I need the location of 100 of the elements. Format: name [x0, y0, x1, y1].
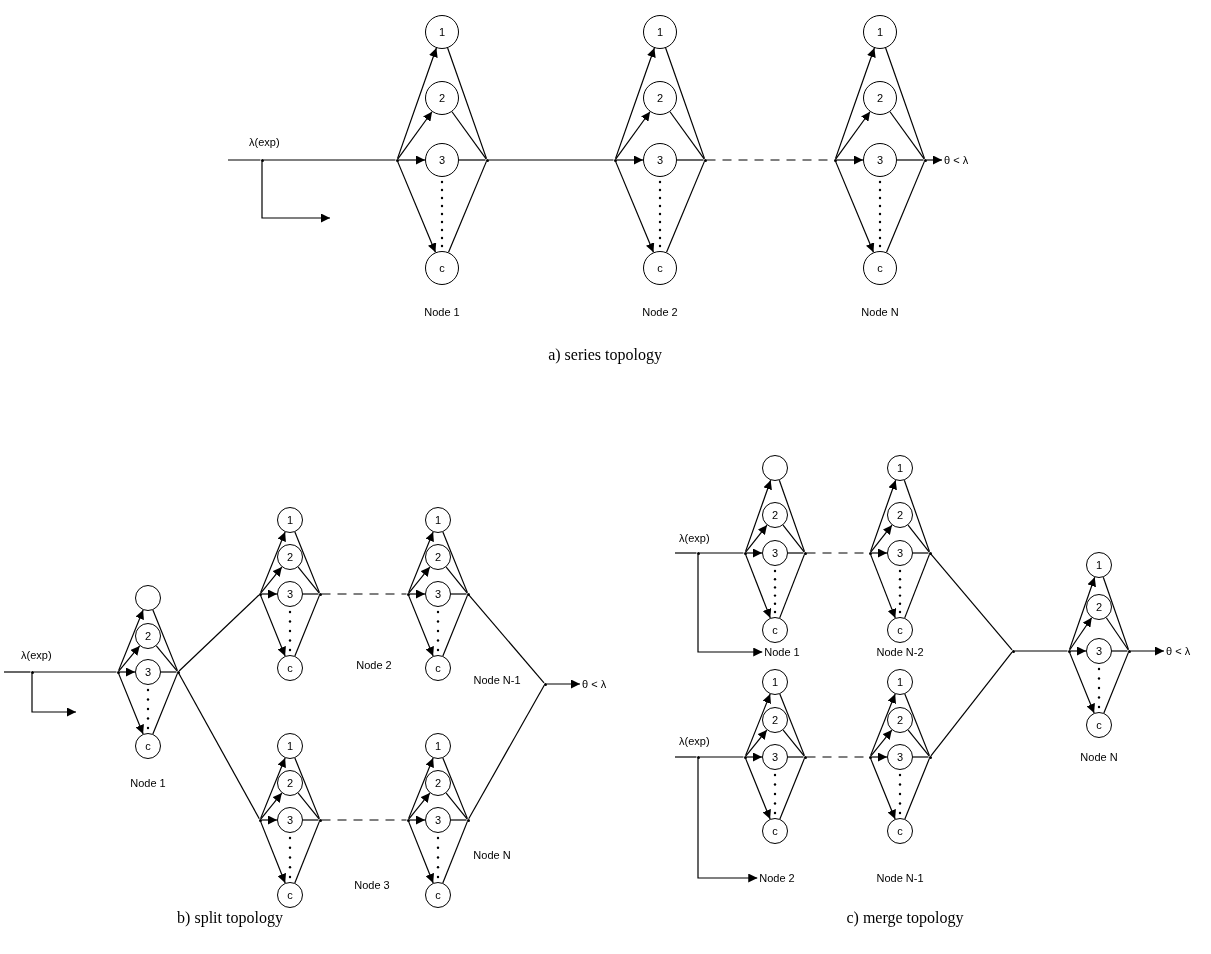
connector-line	[782, 729, 805, 757]
arrow	[835, 160, 875, 253]
arrow	[869, 757, 896, 820]
arrow	[697, 757, 758, 883]
dashed-connector	[320, 593, 408, 595]
connector-line	[665, 160, 705, 253]
arrow	[396, 160, 437, 253]
arrow	[260, 815, 278, 825]
connector-line	[904, 693, 931, 757]
connector-line	[903, 479, 931, 553]
arrow	[744, 693, 771, 757]
connector-line	[32, 671, 118, 673]
arrow	[259, 531, 286, 594]
connector-line	[779, 693, 806, 757]
server-circle	[762, 455, 788, 481]
connector-line	[779, 757, 806, 820]
arrow	[408, 589, 426, 599]
arrow	[260, 589, 278, 599]
server-circle: 2	[863, 81, 897, 115]
connector-line	[665, 47, 706, 160]
node-label: Node 1	[130, 777, 166, 789]
arrow	[407, 531, 434, 594]
server-circle: 2	[1086, 594, 1112, 620]
arrow	[869, 553, 897, 619]
connector-line	[787, 552, 805, 554]
figure-caption: a) series topology	[548, 346, 662, 364]
connector-line	[442, 820, 469, 884]
connector-line	[294, 757, 321, 820]
connector-line	[445, 566, 468, 594]
arrow	[260, 792, 283, 820]
output-rate-label: θ < λ	[1166, 645, 1191, 657]
connector-line	[674, 756, 698, 758]
junction-dot	[318, 592, 322, 596]
junction-dot	[1067, 649, 1071, 653]
connector-line	[3, 671, 32, 673]
junction-dot	[696, 551, 700, 555]
junction-dot	[868, 551, 872, 555]
connector-line	[155, 645, 178, 672]
connector-line	[930, 553, 1013, 651]
node-label: Node 2	[642, 306, 678, 318]
server-circle: 1	[425, 507, 451, 533]
junction-dot	[116, 670, 120, 674]
arrow	[615, 160, 655, 253]
connector-line	[907, 524, 930, 553]
server-circle: 3	[863, 143, 897, 177]
connector-line	[450, 593, 468, 595]
arrow	[117, 609, 144, 672]
server-circle: 3	[1086, 638, 1112, 664]
junction-dot	[406, 818, 410, 822]
server-circle: c	[425, 882, 451, 908]
output-rate-label: θ < λ	[582, 678, 607, 690]
arrow	[1068, 576, 1096, 651]
server-circle: 3	[887, 540, 913, 566]
connector-line	[447, 47, 488, 160]
junction-dot	[1011, 649, 1015, 653]
node-label: Node N-1	[876, 872, 924, 884]
server-circle: 2	[425, 544, 451, 570]
server-circle: 1	[277, 507, 303, 533]
connector-line	[1111, 650, 1129, 652]
arrow	[870, 548, 888, 558]
node-label: Node N	[861, 306, 899, 318]
connector-line	[442, 757, 469, 820]
node-label: Node 1	[764, 646, 800, 658]
arrow	[745, 729, 768, 757]
connector-line	[458, 159, 487, 161]
connector-line	[297, 566, 320, 594]
junction-dot	[543, 682, 547, 686]
arrow	[31, 672, 77, 717]
server-circle: 1	[863, 15, 897, 49]
server-circle: 1	[887, 669, 913, 695]
edge-label: λ(exp)	[678, 735, 711, 747]
arrow	[869, 479, 897, 553]
server-circle: 3	[135, 659, 161, 685]
server-circle: c	[277, 882, 303, 908]
server-circle: 1	[762, 669, 788, 695]
connector-line	[904, 553, 931, 619]
connector-line	[889, 111, 925, 160]
arrow	[835, 155, 864, 165]
connector-line	[445, 792, 468, 820]
connector-line	[294, 531, 321, 594]
server-circle: c	[1086, 712, 1112, 738]
connector-line	[912, 552, 930, 554]
node-label: Node N-2	[876, 646, 924, 658]
connector-line	[442, 594, 469, 657]
connector-line	[227, 159, 262, 161]
output-rate-label: θ < λ	[944, 154, 969, 166]
figure-caption: b) split topology	[177, 909, 283, 927]
server-circle: 3	[887, 744, 913, 770]
server-circle: 1	[425, 15, 459, 49]
server-circle: 2	[887, 707, 913, 733]
connector-line	[674, 552, 698, 554]
connector-line	[698, 756, 745, 758]
connector-line	[787, 756, 805, 758]
server-circle: 3	[762, 744, 788, 770]
connector-line	[779, 553, 806, 619]
edge-label: λ(exp)	[248, 136, 281, 148]
arrow	[870, 752, 888, 762]
arrow	[397, 155, 426, 165]
server-circle: 3	[277, 581, 303, 607]
connector-line	[1103, 651, 1130, 714]
